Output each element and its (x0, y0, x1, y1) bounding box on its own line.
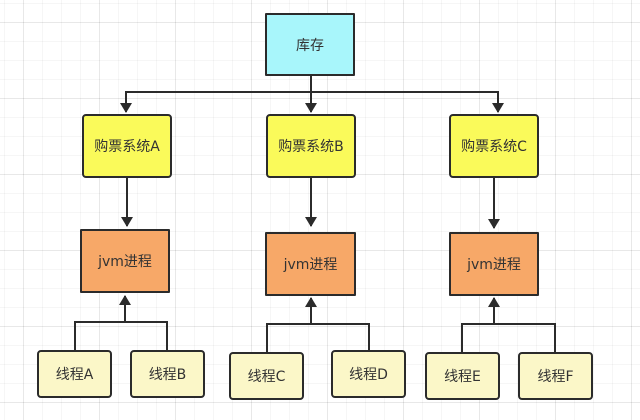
ticket-system-a-label: 购票系统A (94, 139, 160, 155)
ticket-system-c-node: 购票系统C (449, 114, 539, 178)
thread-a-node: 线程A (37, 350, 112, 398)
jvm-process-c-label: jvm进程 (467, 257, 521, 273)
thread-f-label: 线程F (537, 369, 574, 385)
threads-ef-connector (461, 323, 556, 352)
thread-b-label: 线程B (148, 367, 187, 383)
ticket-system-c-label: 购票系统C (461, 139, 527, 155)
jvm-process-a-label: jvm进程 (98, 254, 152, 270)
threads-cd-connector (266, 323, 370, 352)
thread-e-node: 线程E (425, 352, 500, 400)
thread-b-node: 线程B (130, 350, 205, 398)
ticket-system-b-label: 购票系统B (278, 139, 344, 155)
inventory-node: 库存 (265, 13, 355, 76)
inventory-label: 库存 (296, 37, 324, 54)
ticket-system-b-node: 购票系统B (266, 114, 356, 178)
thread-c-label: 线程C (247, 369, 286, 385)
thread-c-node: 线程C (229, 352, 304, 400)
jvm-process-c-node: jvm进程 (449, 232, 539, 296)
jvm-process-b-node: jvm进程 (265, 232, 356, 296)
thread-d-label: 线程D (349, 367, 388, 383)
ticket-system-a-node: 购票系统A (82, 114, 172, 178)
jvm-process-b-label: jvm进程 (283, 257, 338, 273)
thread-a-label: 线程A (55, 367, 94, 383)
thread-f-node: 线程F (518, 352, 593, 400)
threads-ab-connector (74, 321, 168, 350)
thread-e-label: 线程E (444, 369, 481, 385)
jvm-process-a-node: jvm进程 (80, 229, 170, 293)
thread-d-node: 线程D (331, 350, 406, 398)
